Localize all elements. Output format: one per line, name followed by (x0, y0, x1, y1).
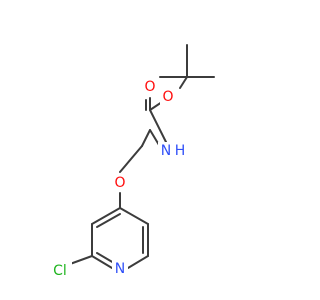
bond-ring-c2-n (91, 255, 113, 269)
bond-ring-c5-c4 (119, 207, 149, 225)
bond-ring-inner-double-2 (96, 252, 115, 264)
bond-ring-c4-c3 (91, 207, 121, 225)
bond-ring-c2-chlorine (69, 255, 93, 265)
atom-nitrogen-amide: N (161, 143, 171, 159)
atom-chlorine: Cl (53, 263, 67, 279)
atom-oxygen-ester: O (162, 89, 173, 105)
bond-ring-inner-double-1 (96, 213, 121, 228)
structure-diagram: O O N H O N Cl (48, 44, 215, 280)
bond-ring-n-c6 (127, 255, 149, 269)
atom-oxygen-carbonyl: O (144, 79, 155, 95)
atom-oxygen-ether: O (114, 175, 125, 191)
atom-nitrogen-pyridine: N (115, 261, 125, 277)
atom-hydrogen-amide: H (175, 143, 186, 159)
bond-carbonyl-to-nitrogen (149, 109, 167, 143)
ethylene-linker (119, 129, 163, 209)
bond-ch2-ch2 (141, 129, 151, 147)
bond-tbu-c-ester-oxygen (179, 76, 188, 89)
tert-butyl-group (159, 44, 215, 89)
pyridine-ring (69, 207, 149, 269)
bond-ch2-ether-oxygen (119, 145, 143, 173)
atom-labels: O O N H O N Cl (48, 78, 185, 280)
